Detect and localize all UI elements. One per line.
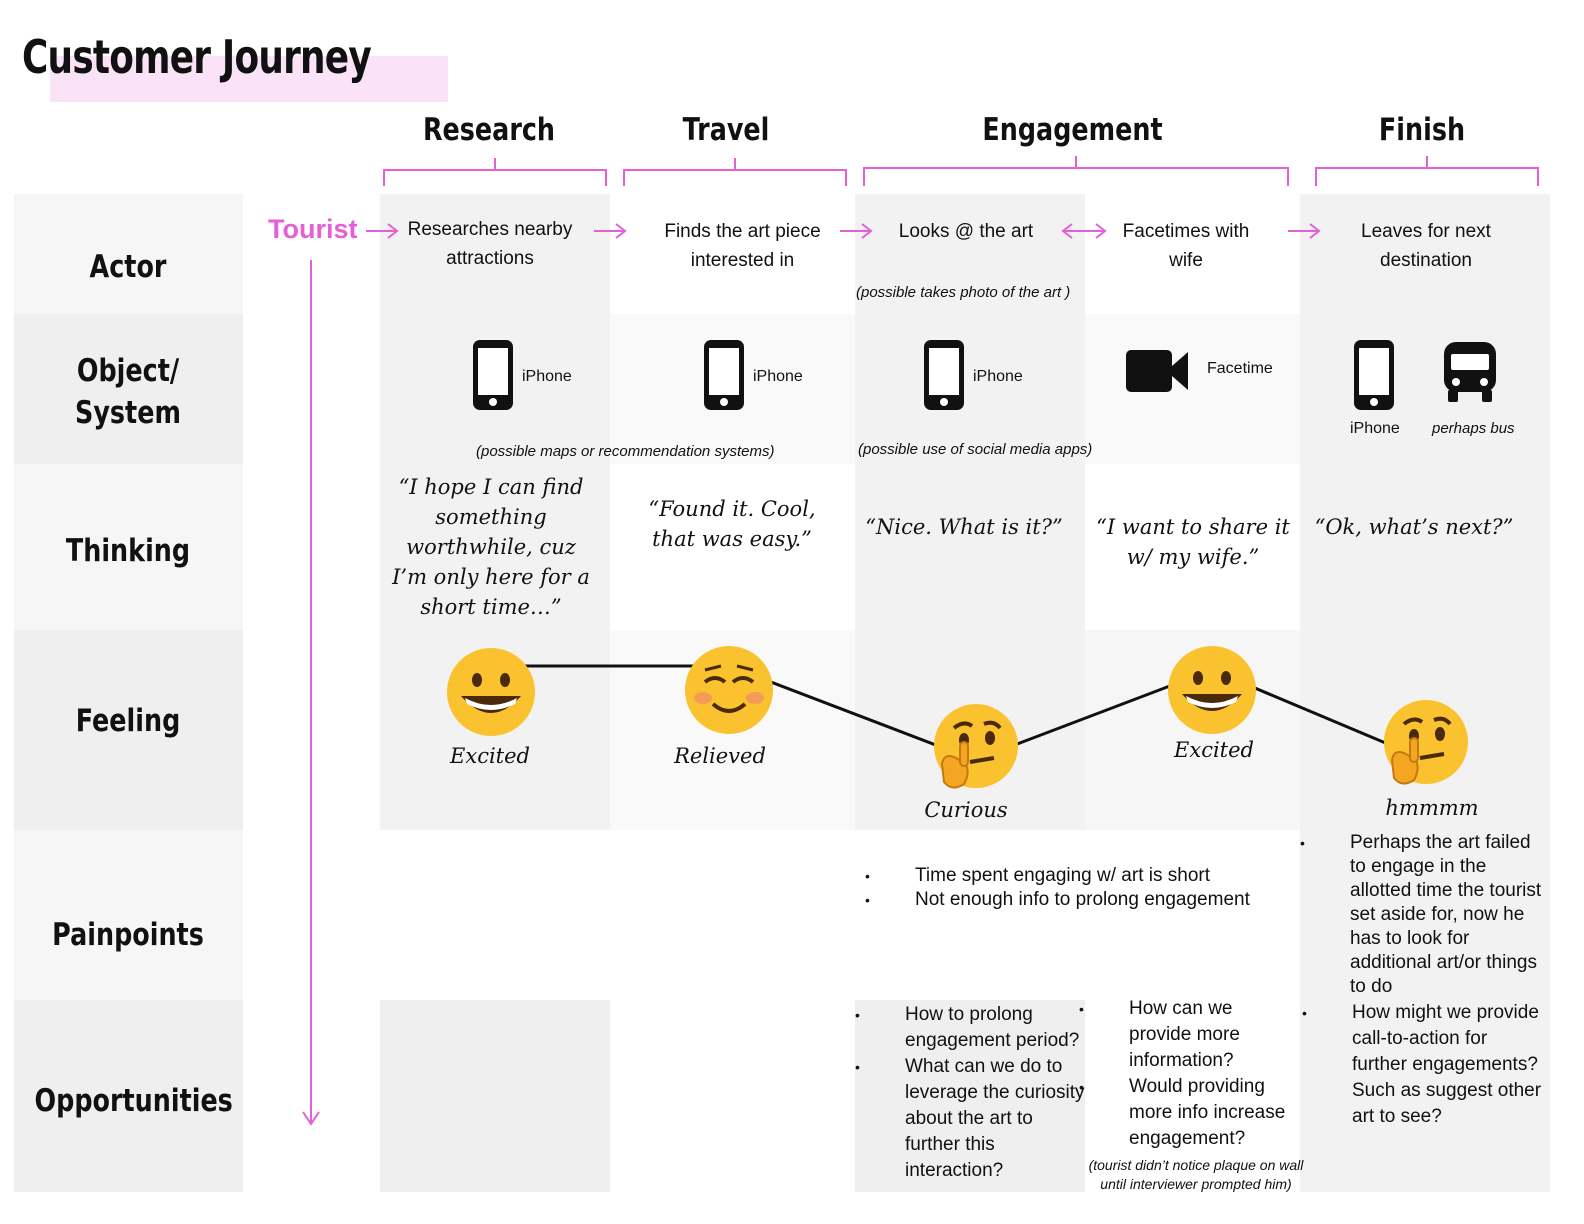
actor-note: (possible takes photo of the art ): [856, 284, 1071, 301]
smiling-face-emoji: [685, 646, 773, 734]
travel-column-white: [610, 830, 855, 1000]
row-label-thinking: Thinking: [65, 533, 191, 569]
opportunity-item: How might we provide call-to-action for …: [1302, 1000, 1542, 1130]
object-label-iphone: iPhone: [973, 368, 1023, 385]
facetime-column-white: [1085, 464, 1300, 630]
thought-travel: “Found it. Cool, that was easy.”: [648, 497, 816, 551]
object-label-iphone: iPhone: [522, 368, 572, 385]
row-label-feeling: Feeling: [75, 703, 181, 739]
painpoints-finish: Perhaps the art failed to engage in the …: [1300, 831, 1550, 999]
travel-column-white: [610, 194, 855, 314]
facetime-object-white: [1085, 314, 1300, 464]
opportunity-item: What can we do to leverage the curiosity…: [855, 1054, 1090, 1184]
phone-icon: [471, 338, 515, 417]
feeling-label-hmmmm: hmmmm: [1385, 796, 1479, 820]
opportunities-facetime: How can we provide more information? Wou…: [1079, 996, 1299, 1152]
opportunities-look: How to prolong engagement period? What c…: [855, 1002, 1090, 1184]
opportunity-item: How to prolong engagement period?: [855, 1002, 1090, 1054]
grinning-face-emoji: [1168, 646, 1256, 734]
actor-step-research: Researches nearby attractions: [407, 219, 573, 269]
feeling-label-relieved: Relieved: [674, 744, 766, 768]
row-label-actor: Actor: [89, 249, 167, 285]
stage-finish: Finish: [1378, 112, 1466, 148]
stage-engagement: Engagement: [982, 112, 1163, 148]
thought-facetime: “I want to share it w/ my wife.”: [1096, 515, 1290, 569]
title-highlight: [50, 56, 448, 102]
actor-step-finish: Leaves for next destination: [1361, 221, 1491, 271]
feeling-label-excited: Excited: [1174, 738, 1254, 762]
opportunity-item: Would providing more info increase engag…: [1079, 1074, 1299, 1152]
travel-column-white: [610, 464, 855, 630]
stage-research: Research: [422, 112, 556, 148]
research-column-white: [380, 830, 610, 1000]
grinning-face-emoji: [447, 648, 535, 736]
bus-icon: [1442, 340, 1498, 409]
page-title: Customer Journey: [22, 30, 372, 84]
feeling-label-curious: Curious: [924, 798, 1008, 822]
painpoint-item: Perhaps the art failed to engage in the …: [1300, 831, 1550, 999]
row-label-object: Object/ System: [75, 353, 181, 431]
thought-look: “Nice. What is it?”: [865, 515, 1063, 539]
thought-research: “I hope I can find something worthwhile,…: [392, 475, 590, 619]
actor-step-travel: Finds the art piece interested in: [664, 221, 821, 271]
stage-travel: Travel: [682, 112, 770, 148]
video-camera-icon: [1124, 348, 1190, 399]
object-label-iphone: iPhone: [753, 368, 803, 385]
row-label-painpoints: Painpoints: [52, 917, 204, 953]
object-label-iphone: iPhone: [1350, 420, 1400, 437]
object-label-facetime: Facetime: [1207, 360, 1273, 377]
phone-icon: [922, 338, 966, 417]
actor-step-facetime: Facetimes with wife: [1122, 221, 1250, 271]
phone-icon: [702, 338, 746, 417]
travel-opp-white: [610, 1000, 855, 1192]
object-note-research: (possible maps or recommendation systems…: [476, 443, 775, 460]
actor-step-look: Looks @ the art: [898, 221, 1034, 242]
opportunities-finish: How might we provide call-to-action for …: [1302, 1000, 1542, 1130]
engagement-cell-white: [855, 830, 1300, 1000]
object-label-bus: perhaps bus: [1432, 420, 1515, 437]
opportunities-facetime-note: (tourist didn’t notice plaque on wall un…: [1088, 1157, 1304, 1192]
stage-brackets: [383, 156, 1539, 186]
phone-icon: [1352, 338, 1396, 417]
thinking-face-emoji: [1384, 700, 1468, 785]
object-note-engagement: (possible use of social media apps): [858, 441, 1093, 458]
painpoint-item: Time spent engaging w/ art is short: [865, 864, 1295, 888]
painpoints-engagement: Time spent engaging w/ art is short Not …: [865, 864, 1295, 912]
feeling-label-excited: Excited: [450, 744, 530, 768]
facetime-column-white: [1085, 194, 1300, 314]
painpoint-item: Not enough info to prolong engagement: [865, 888, 1295, 912]
row-label-opportunities: Opportunities: [34, 1083, 233, 1119]
opportunity-item: How can we provide more information?: [1079, 996, 1299, 1074]
persona-label: Tourist: [268, 214, 358, 244]
thought-finish: “Ok, what’s next?”: [1314, 515, 1514, 539]
thinking-face-emoji: [934, 704, 1018, 789]
